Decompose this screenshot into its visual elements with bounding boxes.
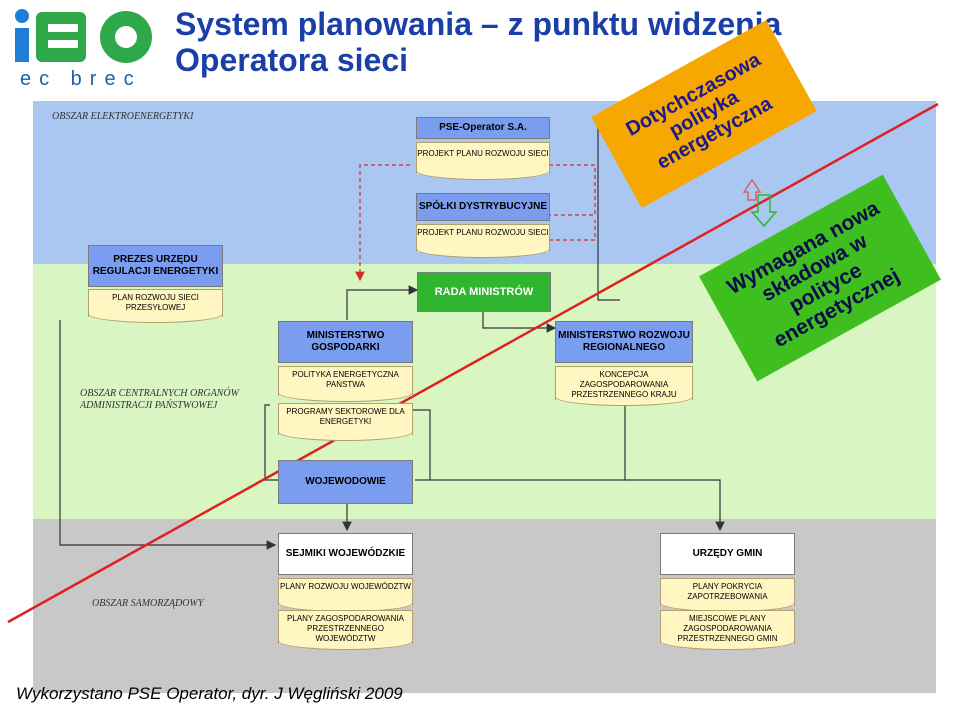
sejmiki-doc-2: PLANY ZAGOSPODAROWANIA PRZESTRZENNEGO WO…: [278, 610, 413, 650]
title-line-1: System planowania – z punktu widzenia: [175, 6, 782, 42]
gminy-doc-2: MIEJSCOWE PLANY ZAGOSPODAROWANIA PRZESTR…: [660, 610, 795, 650]
gminy-box: URZĘDY GMIN: [660, 533, 795, 575]
footer-credit: Wykorzystano PSE Operator, dyr. J Węgliń…: [16, 684, 403, 703]
pse-doc: PROJEKT PLANU ROZWOJU SIECI: [416, 142, 550, 180]
page-title: System planowania – z punktu widzenia Op…: [175, 6, 781, 78]
mg-box: MINISTERSTWO GOSPODARKI: [278, 321, 413, 363]
logo: ec brec: [8, 6, 163, 96]
logo-subtitle: ec brec: [20, 68, 142, 90]
pse-box: PSE-Operator S.A.: [416, 117, 550, 139]
mrr-doc: KONCEPCJA ZAGOSPODAROWANIA PRZESTRZENNEG…: [555, 366, 693, 406]
gminy-doc-1: PLANY POKRYCIA ZAPOTRZEBOWANIA: [660, 578, 795, 612]
zone-central-label: OBSZAR CENTRALNYCH ORGANÓW ADMINISTRACJI…: [80, 388, 239, 411]
rada-box: RADA MINISTRÓW: [417, 272, 551, 312]
zone-energy-label: OBSZAR ELEKTROENERGETYKI: [52, 111, 194, 122]
wojewodowie-box: WOJEWODOWIE: [278, 460, 413, 504]
mg-doc-1: POLITYKA ENERGETYCZNA PAŃSTWA: [278, 366, 413, 402]
diagonal-red-line: [7, 102, 939, 624]
mg-doc-2: PROGRAMY SEKTOROWE DLA ENERGETYKI: [278, 403, 413, 441]
zone-local-label: OBSZAR SAMORZĄDOWY: [92, 598, 204, 609]
logo-graphic: [15, 9, 152, 63]
prezes-doc: PLAN ROZWOJU SIECI PRZESYŁOWEJ: [88, 289, 223, 323]
spolki-box: SPÓŁKI DYSTRYBUCYJNE: [416, 193, 550, 221]
mrr-box: MINISTERSTWO ROZWOJU REGIONALNEGO: [555, 321, 693, 363]
prezes-box: PREZES URZĘDU REGULACJI ENERGETYKI: [88, 245, 223, 287]
sejmiki-box: SEJMIKI WOJEWÓDZKIE: [278, 533, 413, 575]
sejmiki-doc-1: PLANY ROZWOJU WOJEWÓDZTW: [278, 578, 413, 612]
spolki-doc: PROJEKT PLANU ROZWOJU SIECI: [416, 224, 550, 258]
title-line-2: Operatora sieci: [175, 42, 408, 78]
